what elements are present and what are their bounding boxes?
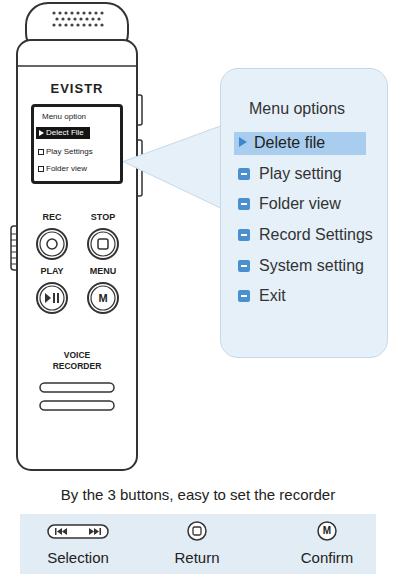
menu-item: Play setting	[259, 164, 342, 183]
button-label: MENU	[83, 266, 123, 277]
screen-title: Menu option	[42, 111, 86, 122]
button-label: REC	[32, 212, 72, 223]
highlight-bar: Delete file	[234, 132, 366, 155]
speaker-slot	[40, 401, 114, 410]
menu-item: Exit	[259, 286, 286, 305]
mic-grille	[52, 11, 103, 26]
menu-item: System setting	[259, 256, 364, 275]
button-band: SelectionReturn Confirm	[20, 514, 393, 574]
skip-icons	[55, 528, 101, 535]
button-label: STOP	[83, 212, 123, 223]
button-caption: Confirm	[267, 549, 387, 567]
menu-item: Delete file	[254, 133, 325, 152]
body-seam	[18, 65, 136, 67]
device-label: VOICE RECORDER	[47, 350, 107, 372]
menu-callout: Menu optionsPlay settingFolder viewRecor…	[220, 68, 388, 358]
speaker-slot	[40, 383, 114, 392]
callout-wedge	[123, 126, 221, 208]
menu-key-letter: M	[95, 292, 111, 304]
play-icon	[45, 293, 59, 303]
recorder-body	[17, 40, 137, 470]
brand-name: EVISTR	[27, 81, 127, 96]
lcd-screen: Menu optionDelect FilePlay SettingsFolde…	[31, 104, 123, 184]
button-caption: Selection	[18, 549, 138, 567]
menu-item: Folder view	[259, 194, 341, 213]
screen-selected: Delect File	[36, 127, 90, 139]
confirm-icon	[318, 522, 336, 540]
screen-item: Play Settings	[46, 146, 93, 157]
stop-square	[193, 527, 201, 535]
caption: By the 3 buttons, easy to set the record…	[0, 486, 396, 504]
screen-item: Folder view	[46, 163, 87, 174]
button-caption: Return	[137, 549, 257, 567]
confirm-key-letter: M	[319, 525, 335, 536]
callout-wedge-shape	[123, 126, 221, 208]
menu-item: Record Settings	[259, 225, 373, 244]
selection-rocker	[48, 525, 108, 538]
button-label: PLAY	[32, 266, 72, 277]
menu-heading: Menu options	[249, 99, 345, 118]
return-icon	[188, 522, 206, 540]
